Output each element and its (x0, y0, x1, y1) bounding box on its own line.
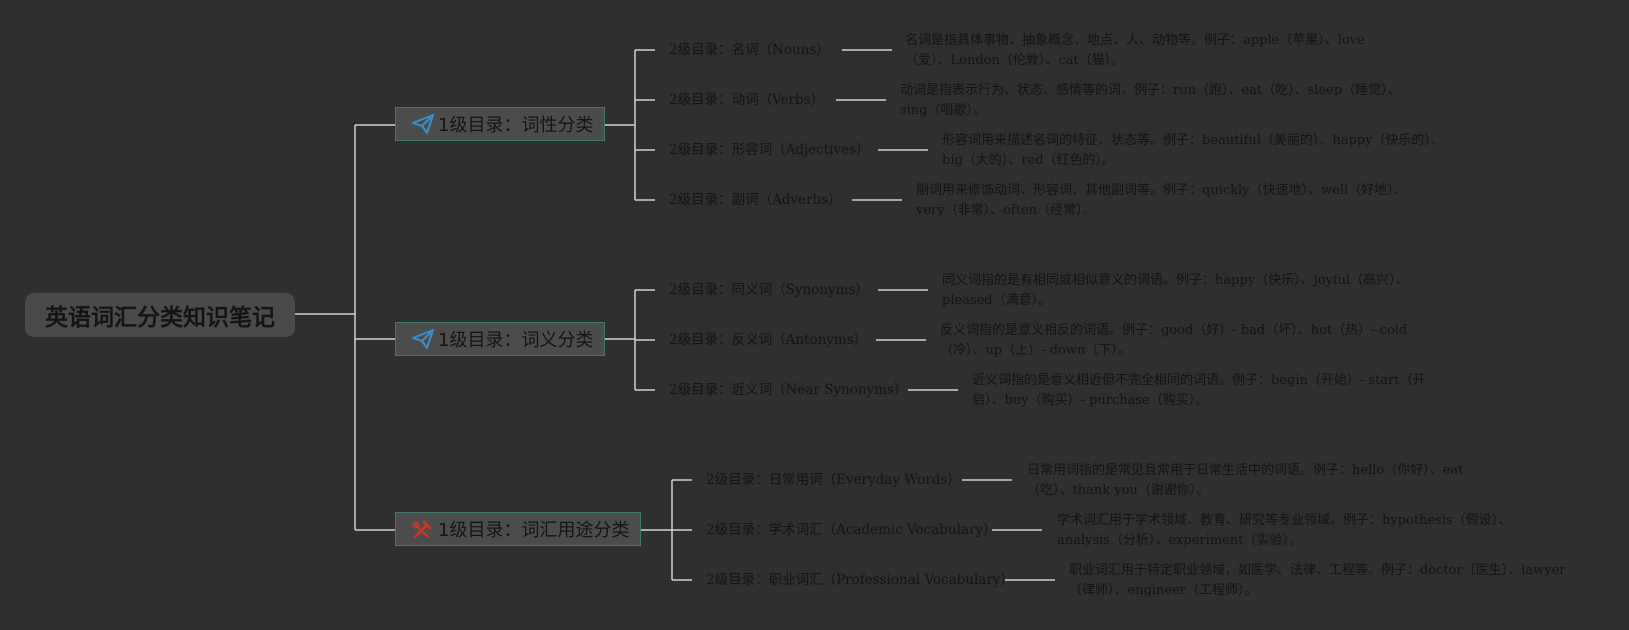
branch-label: 1级目录：词义分类 (438, 330, 594, 351)
paper-plane-icon (412, 329, 434, 349)
note-near-synonyms: 近义词指的是意义相近但不完全相同的词语。例子：begin（开始）- start（… (972, 373, 1426, 408)
note-adjectives: 形容词用来描述名词的特征、状态等。例子：beautiful（美丽的）、happy… (942, 133, 1444, 168)
topic-nouns[interactable]: 2级目录：名词（Nouns） (669, 42, 830, 58)
branch-node-word-meaning[interactable]: 1级目录：词义分类 (395, 322, 605, 356)
topic-near-synonyms[interactable]: 2级目录：近义词（Near Synonyms） (669, 382, 908, 398)
note-antonyms: 反义词指的是意义相反的词语。例子：good（好）- bad（坏）、hot（热）-… (940, 323, 1408, 358)
topic-everyday-words[interactable]: 2级目录：日常用词（Everyday Words） (706, 472, 961, 488)
topic-professional-vocabulary[interactable]: 2级目录：职业词汇（Professional Vocabulary） (706, 572, 1014, 588)
note-academic-vocabulary: 学术词汇用于学术领域、教育、研究等专业领域。例子：hypothesis（假设）、… (1057, 513, 1512, 548)
tools-icon (412, 519, 434, 539)
root-node[interactable]: 英语词汇分类知识笔记 (25, 293, 295, 337)
topic-antonyms[interactable]: 2级目录：反义词（Antonyms） (669, 332, 868, 348)
topic-adverbs[interactable]: 2级目录：副词（Adverbs） (669, 192, 842, 208)
note-verbs: 动词是指表示行为、状态、感情等的词。例子：run（跑）、eat（吃）、sleep… (900, 83, 1401, 118)
topic-synonyms[interactable]: 2级目录：同义词（Synonyms） (669, 282, 869, 298)
branch-node-word-usage[interactable]: 1级目录：词汇用途分类 (395, 512, 641, 546)
note-nouns: 名词是指具体事物、抽象概念、地点、人、动物等。例子：apple（苹果）、love… (905, 33, 1365, 68)
paper-plane-icon (412, 114, 434, 134)
topic-adjectives[interactable]: 2级目录：形容词（Adjectives） (669, 142, 870, 158)
topic-academic-vocabulary[interactable]: 2级目录：学术词汇（Academic Vocabulary） (706, 522, 997, 538)
branch-label: 1级目录：词性分类 (438, 115, 594, 136)
note-adverbs: 副词用来修饰动词、形容词、其他副词等。例子：quickly（快速地）、well（… (916, 183, 1407, 218)
root-title: 英语词汇分类知识笔记 (45, 305, 275, 331)
branch-label: 1级目录：词汇用途分类 (438, 520, 630, 541)
note-synonyms: 同义词指的是有相同或相似意义的词语。例子：happy（快乐）、joyful（高兴… (942, 273, 1409, 308)
branch-node-word-class[interactable]: 1级目录：词性分类 (395, 107, 605, 141)
note-everyday-words: 日常用词指的是常见且常用于日常生活中的词语。例子：hello（你好）、eat（吃… (1027, 463, 1464, 498)
note-professional-vocabulary: 职业词汇用于特定职业领域，如医学、法律、工程等。例子：doctor（医生）、la… (1069, 563, 1566, 598)
topic-verbs[interactable]: 2级目录：动词（Verbs） (669, 92, 825, 108)
